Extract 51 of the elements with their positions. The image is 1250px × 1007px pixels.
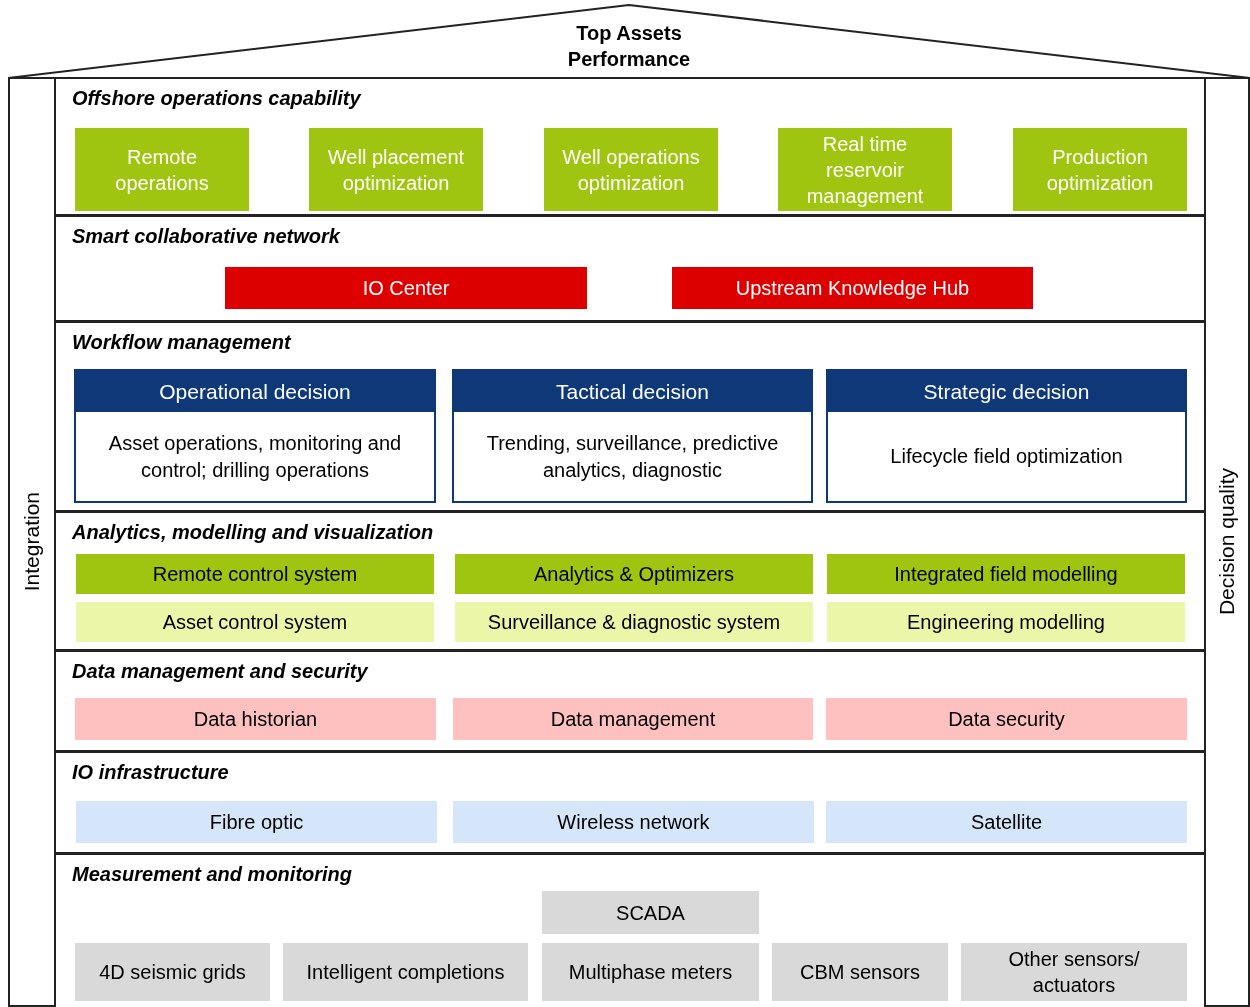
- component-box: Remote control system: [76, 554, 434, 594]
- component-box: Well placement optimization: [309, 128, 483, 211]
- component-box: Production optimization: [1013, 128, 1187, 211]
- card-header: Operational decision: [76, 371, 434, 412]
- decision-card: [452, 369, 813, 503]
- layer-band: [55, 511, 1205, 651]
- roof-title: Top Assets Performance: [566, 21, 692, 72]
- side-pillar: [1204, 77, 1250, 1007]
- component-box: IO Center: [225, 267, 587, 309]
- layer-heading: Smart collaborative network: [72, 225, 340, 248]
- layer-heading: Offshore operations capability: [72, 87, 361, 110]
- component-box: Well operations optimization: [544, 128, 718, 211]
- layer-band: [55, 321, 1205, 512]
- component-box: Analytics & Optimizers: [455, 554, 813, 594]
- component-box: Fibre optic: [76, 801, 437, 843]
- component-box: Other sensors/ actuators: [961, 943, 1187, 1001]
- component-box: SCADA: [542, 891, 759, 934]
- card-header: Strategic decision: [828, 371, 1185, 412]
- decision-card: [74, 369, 436, 503]
- card-text: Asset operations, monitoring and control; drilling operations: [107, 430, 403, 483]
- component-box: Satellite: [826, 801, 1187, 843]
- component-box: Multiphase meters: [542, 943, 759, 1001]
- component-box: 4D seismic grids: [75, 943, 270, 1001]
- component-box: Real time reservoir management: [778, 128, 952, 211]
- component-box: Wireless network: [453, 801, 814, 843]
- component-box: Remote operations: [75, 128, 249, 211]
- component-box: Data management: [453, 698, 813, 740]
- side-pillar: [8, 77, 56, 1007]
- component-box: Surveillance & diagnostic system: [455, 602, 813, 642]
- card-text: Lifecycle field optimization: [889, 444, 1124, 469]
- component-box: CBM sensors: [772, 943, 948, 1001]
- component-box: Engineering modelling: [827, 602, 1185, 642]
- component-box: Asset control system: [76, 602, 434, 642]
- pillar-label: Integration: [20, 492, 44, 592]
- layer-heading: IO infrastructure: [72, 761, 229, 784]
- component-box: Data historian: [75, 698, 436, 740]
- card-header: Tactical decision: [454, 371, 811, 412]
- component-box: Upstream Knowledge Hub: [672, 267, 1033, 309]
- card-text: Trending, surveillance, predictive analytics, diagnostic: [485, 430, 780, 483]
- layer-heading: Measurement and monitoring: [72, 863, 353, 886]
- decision-card: [826, 369, 1187, 503]
- layer-heading: Analytics, modelling and visualization: [72, 521, 434, 544]
- layer-band: [55, 215, 1205, 322]
- component-box: Intelligent completions: [283, 943, 528, 1001]
- layer-band: [55, 650, 1205, 752]
- component-box: Data security: [826, 698, 1187, 740]
- pillar-label: Decision quality: [1215, 468, 1239, 616]
- component-box: Integrated field modelling: [827, 554, 1185, 594]
- layer-heading: Workflow management: [72, 331, 291, 354]
- layer-band: [55, 751, 1205, 854]
- layer-heading: Data management and security: [72, 660, 368, 683]
